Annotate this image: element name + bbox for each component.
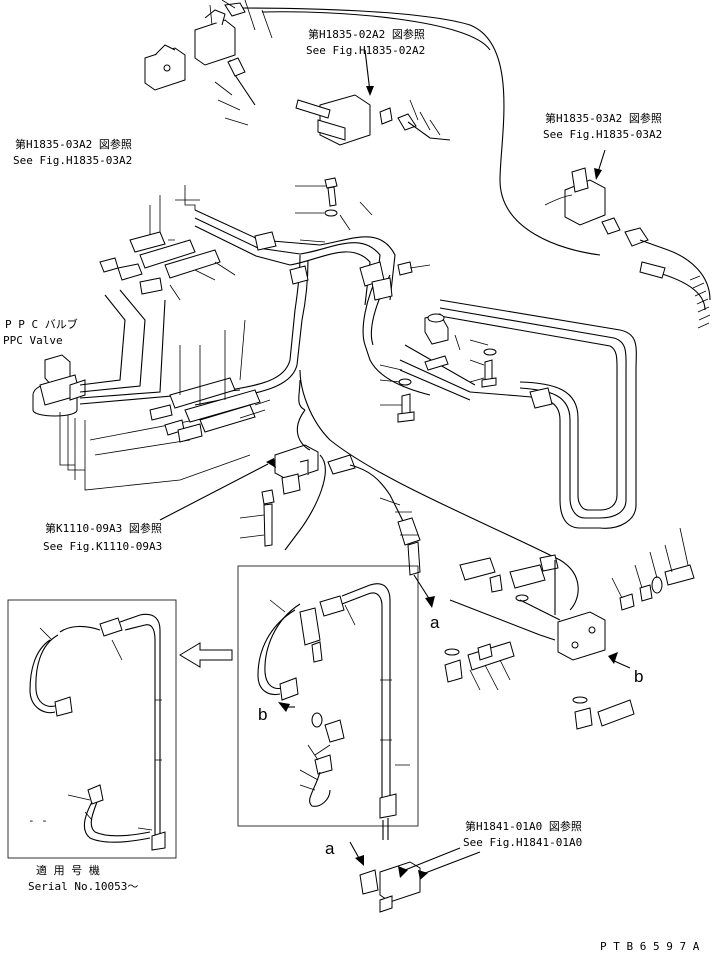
top-center-valve-block: [194, 2, 246, 66]
spiral-wrap: [689, 275, 711, 329]
top-long-hose: [239, 7, 601, 256]
left-arrow: [179, 642, 233, 668]
ref-h1835-03a2-left-jp: 第H1835-03A2 図参照: [15, 138, 132, 151]
ref-h1841-01a0-jp: 第H1841-01A0 図参照: [465, 820, 582, 833]
center-valve-h1835-02a2: [295, 94, 393, 146]
ref-h1835-03a2-right-jp: 第H1835-03A2 図参照: [545, 112, 662, 125]
bolt-top: [324, 177, 338, 189]
serial-en: Serial No.10053～: [28, 880, 139, 893]
serial-jp: 適 用 号 機: [36, 864, 100, 877]
right-valve-h1835-03a2: [564, 167, 606, 226]
marker-b-center: b: [258, 705, 268, 724]
ppc-valve: [32, 354, 86, 417]
ref-h1835-03a2-left-en: See Fig.H1835-03A2: [13, 154, 133, 167]
ppc-valve-en: PPC Valve: [3, 334, 63, 347]
ref-h1835-02a2-jp: 第H1835-02A2 図参照: [308, 28, 425, 41]
left-serial-box: [7, 599, 177, 859]
ref-h1841-01a0-en: See Fig.H1841-01A0: [463, 836, 583, 849]
top-long-hose-outer: [261, 11, 491, 51]
ref-h1835-02a2-en: See Fig.H1835-02A2: [306, 44, 426, 57]
hose-bundle-1: [194, 209, 396, 301]
right-tube-loop: [439, 299, 637, 529]
marker-b-right: b: [634, 667, 644, 686]
marker-a-right: a: [430, 613, 440, 632]
bottom-valve-h1841: [359, 861, 421, 913]
ref-h1835-03a2-right-en: See Fig.H1835-03A2: [543, 128, 663, 141]
top-left-valve-block: [144, 44, 186, 91]
b-valve-block: [557, 611, 606, 661]
dash-mark: - -: [28, 814, 48, 827]
drawing-code: P T B 6 5 9 7 A: [600, 940, 700, 953]
ppc-valve-jp: P P C バルブ: [5, 318, 78, 331]
left-bracket-lines: [149, 185, 200, 241]
k1110-valve-block: [274, 444, 319, 495]
marker-a-bottom: a: [325, 839, 335, 858]
ref-k1110-09a3-en: See Fig.K1110-09A3: [43, 540, 163, 553]
ref-k1110-09a3-jp: 第K1110-09A3 図参照: [45, 522, 162, 535]
center-detail-box: [237, 565, 419, 827]
